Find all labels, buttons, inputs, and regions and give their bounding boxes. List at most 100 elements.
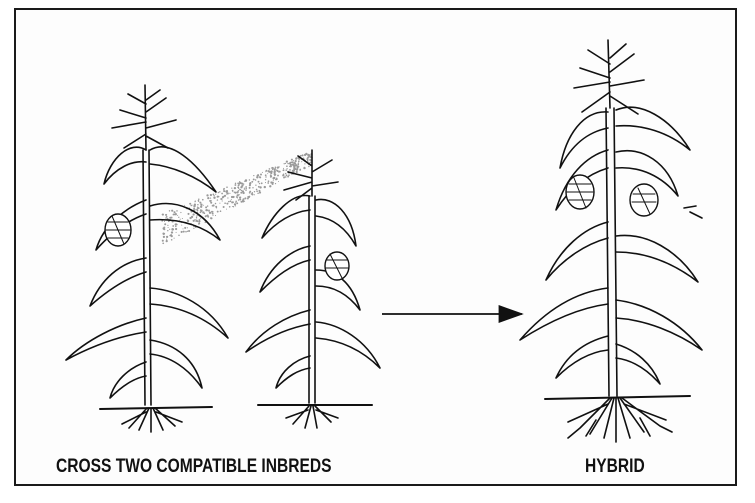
pollen-dot [193,220,195,222]
pollen-dot [199,202,201,204]
pollen-dot [231,199,232,200]
pollen-dot [308,166,309,167]
pollen-dot [191,216,193,218]
inbred-plant-left [66,85,228,432]
pollen-dot [200,217,201,218]
pollen-dot [195,200,196,201]
pollen-dot [251,193,253,195]
pollen-dot [260,174,262,176]
pollen-dot [255,179,256,180]
pollen-dot [273,180,274,181]
pollen-dot [207,216,209,218]
pollen-dot [256,189,258,191]
pollen-dot [197,204,198,205]
pollen-dot [267,170,269,172]
pollen-dot [176,232,177,233]
pollen-dot [184,205,185,206]
pollen-dot [249,179,250,180]
pollen-dot [249,192,251,194]
pollen-dot [166,216,168,218]
pollen-dot [283,174,284,175]
pollen-dot [215,215,216,216]
pollen-dot [309,157,310,158]
pollen-dot [302,154,304,156]
pollen-dot [213,197,215,199]
pollen-dot [235,183,236,184]
pollen-dot [275,178,277,180]
pollen-dot [272,169,274,171]
pollen-dot [171,239,173,241]
pollen-dot [298,166,299,167]
pollen-dot [307,157,309,159]
pollen-dot [217,196,219,198]
pollen-dot [182,228,183,229]
pollen-dot [304,167,305,168]
pollen-dot [190,205,192,207]
pollen-dot [184,227,186,229]
pollen-dot [259,176,260,177]
pollen-dot [162,240,164,242]
pollen-dot [187,220,189,222]
pollen-dot [235,205,236,206]
pollen-dot [162,214,164,216]
pollen-dot [231,187,232,188]
pollen-dot [194,219,195,220]
pollen-dot [212,204,214,206]
pollen-dot [264,186,266,188]
pollen-dot [287,163,288,164]
pollen-dot [254,191,255,192]
pollen-dot [299,159,300,160]
pollen-dot [255,185,256,186]
pollen-dot [273,168,274,169]
pollen-dot [304,154,306,156]
pollen-dot [183,231,185,233]
pollen-dot [234,184,236,186]
pollen-dot [176,210,178,212]
pollen-dot [285,169,287,171]
pollen-dot [212,214,213,215]
pollen-dot [177,215,178,216]
pollen-dot [238,190,240,192]
pollen-dot [265,176,266,177]
pollen-dot [175,223,177,225]
pollen-dot [180,219,181,220]
pollen-dot [167,225,168,226]
pollen-dot [232,190,234,192]
pollen-dot [295,158,297,160]
pollen-dot [267,182,269,184]
pollen-dot [301,161,302,162]
pollen-dot [241,201,242,202]
pollen-dot [274,173,275,174]
pollen-dot [234,187,236,189]
pollen-dot [198,201,199,202]
pollen-dot [289,166,290,167]
pollen-dot [198,220,200,222]
caption-cross-inbreds: CROSS TWO COMPATIBLE INBREDS [56,456,332,478]
pollen-dot [187,227,188,228]
pollen-dot [224,202,226,204]
pollen-dot [285,176,287,178]
pollen-dot [238,199,240,201]
pollen-dot [182,218,183,219]
hybrid-plant [520,40,702,442]
pollen-dot [165,214,167,216]
pollen-dot [244,188,245,189]
pollen-dot [304,163,305,164]
pollen-dot [295,160,297,162]
pollen-dot [229,193,230,194]
pollen-dot [273,171,275,173]
pollen-dot [210,194,212,196]
pollen-dot [209,200,211,202]
pollen-dot [240,186,242,188]
pollen-dot [293,170,295,172]
pollen-dot [277,175,279,177]
inbred-plant-right [246,150,380,428]
pollen-dot [164,223,166,225]
pollen-dot [202,211,204,213]
pollen-dot [171,210,173,212]
pollen-dot [200,204,202,206]
pollen-dot [170,234,172,236]
pollen-dot [272,177,273,178]
pollen-dot [275,167,277,169]
pollen-dot [252,187,253,188]
